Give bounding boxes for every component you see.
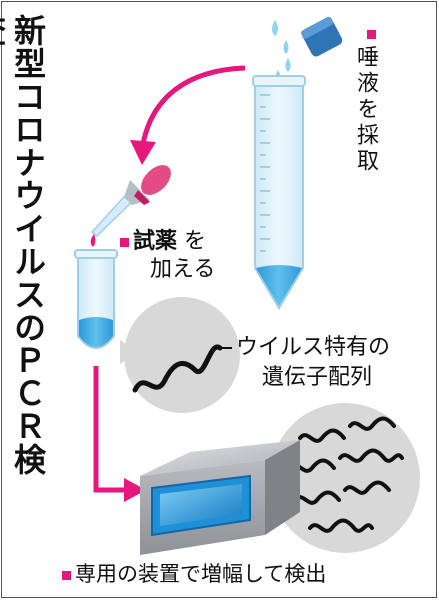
gene-zoom-circle (120, 297, 240, 413)
collect-saliva-label: 唾液を採取 (352, 30, 378, 175)
amplify-detect-label: 専用の装置で増幅して検出 (62, 561, 326, 588)
bullet-icon (62, 570, 71, 580)
amplified-zoom-circle (262, 403, 420, 553)
add-reagent-label: 試薬 を (120, 228, 206, 255)
gene-sequence-label-line2: 遺伝子配列 (262, 365, 373, 390)
drop-3 (285, 58, 291, 72)
reagent-tube-icon (74, 249, 118, 349)
bullet-icon (366, 30, 376, 39)
drop-1 (272, 20, 278, 36)
gene-sequence-label-line1: ウイルス特有の (236, 335, 391, 360)
tube-cap-icon (301, 16, 343, 57)
dropper-icon (90, 165, 171, 247)
arrow-to-device (93, 366, 146, 502)
arrow-to-reagent (130, 65, 246, 165)
reagent-word: 試薬 (133, 229, 178, 254)
add-reagent-label-line2: 加える (150, 257, 216, 282)
saliva-drops (272, 20, 291, 83)
pcr-device-icon (140, 440, 300, 555)
bullet-icon (120, 237, 129, 247)
collection-tube-icon (252, 75, 306, 310)
drop-2 (283, 40, 289, 54)
reagent-particle: を (184, 229, 207, 254)
diagram-title: 新型コロナウイルスのＰＣＲ検査 (0, 14, 47, 476)
